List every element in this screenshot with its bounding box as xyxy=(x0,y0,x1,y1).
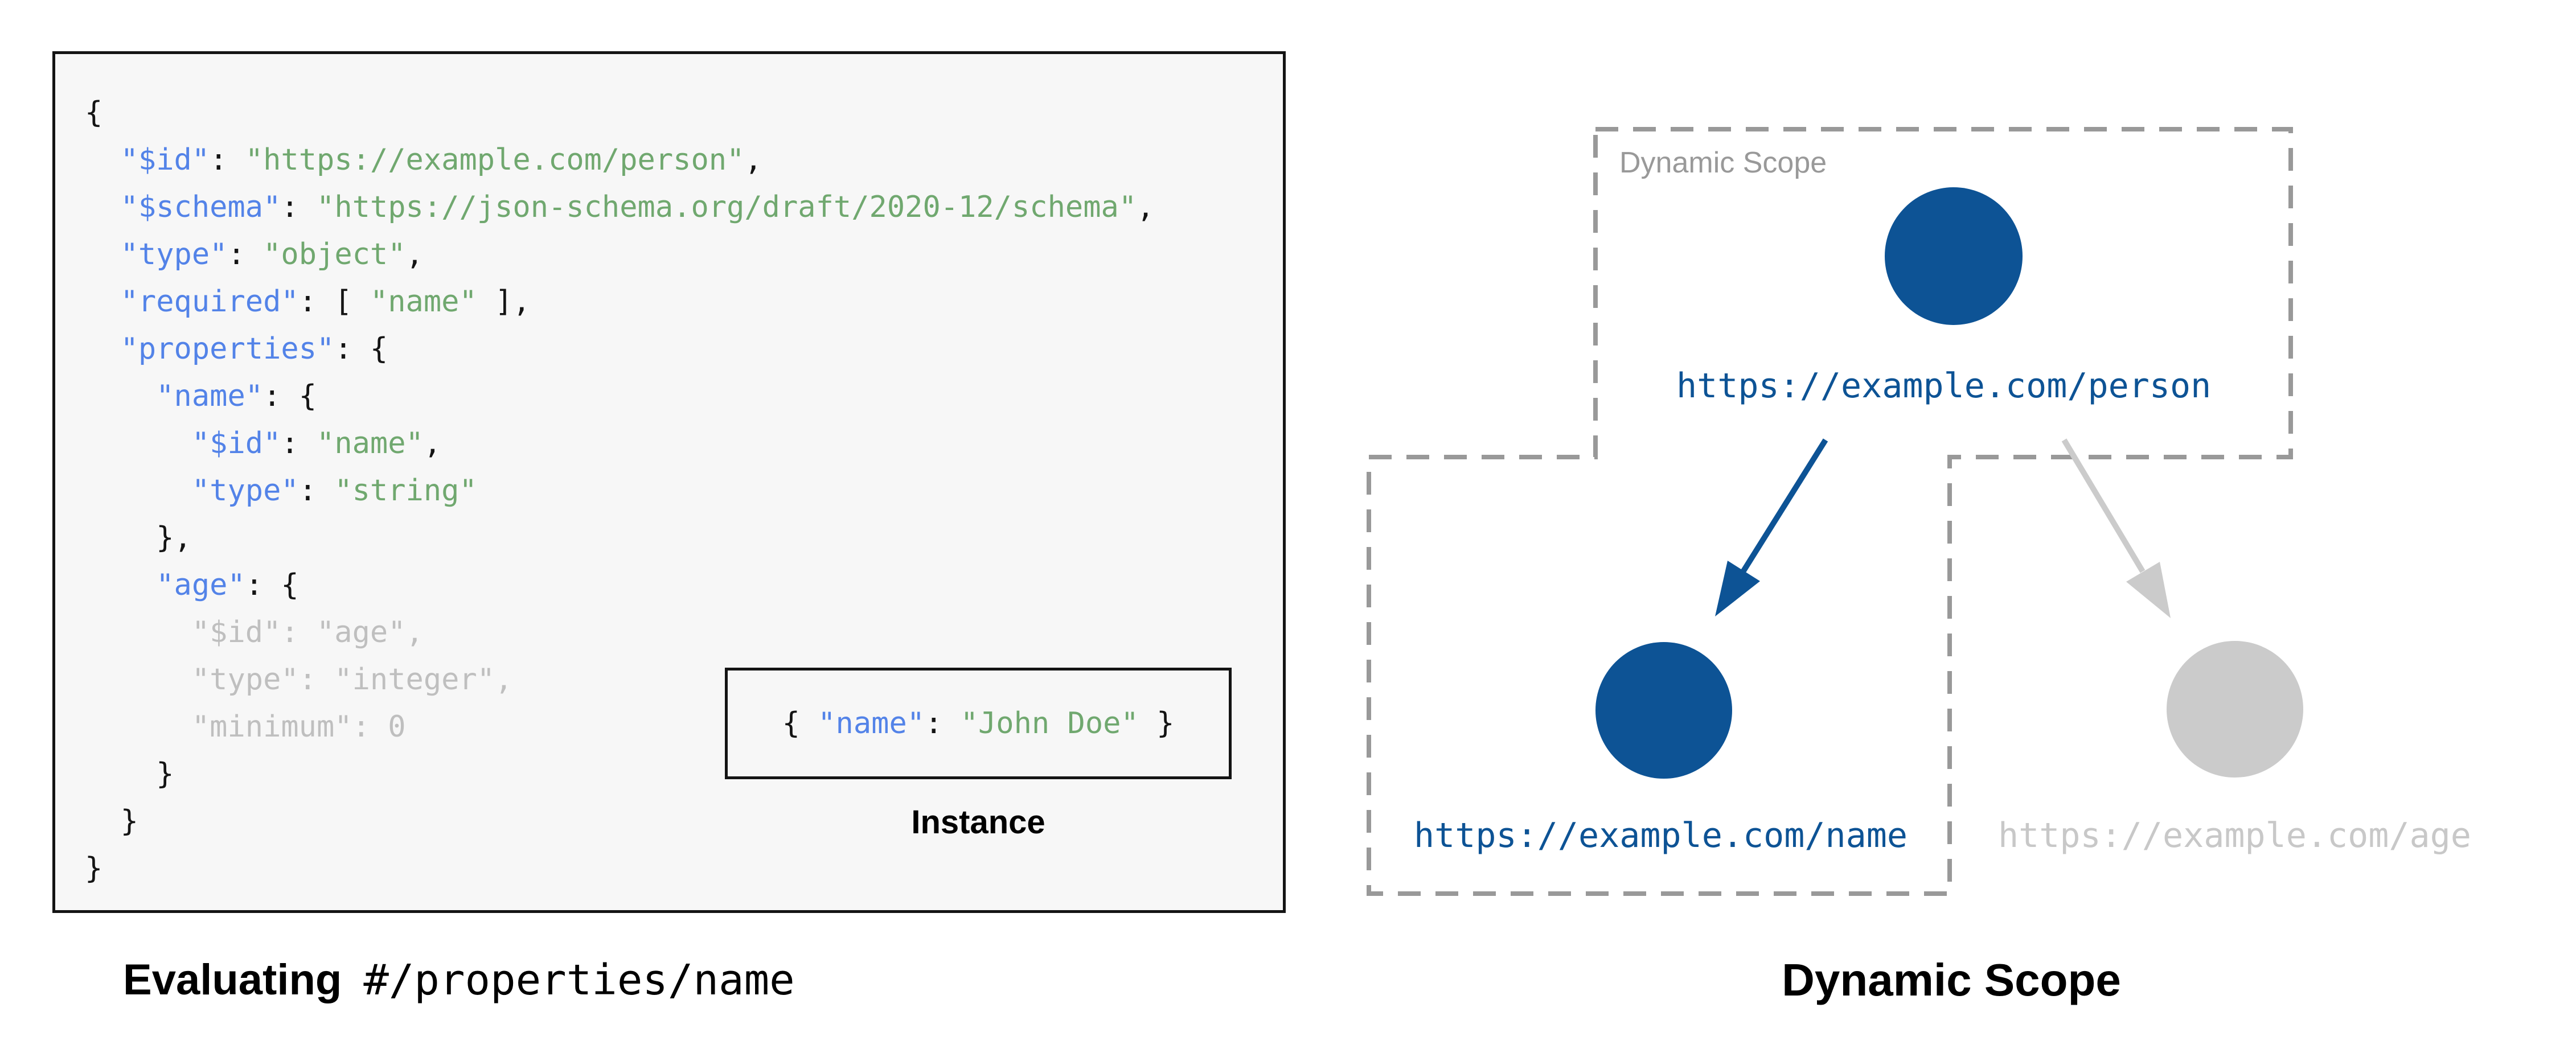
node-url-age: https://example.com/age xyxy=(1998,816,2471,855)
code-line: }, xyxy=(85,521,192,555)
instance-key: "name" xyxy=(818,706,925,741)
code-line: } xyxy=(85,852,103,886)
code-line: "$id": "https://example.com/person", xyxy=(120,143,762,177)
code-line: "required": [ "name" ], xyxy=(120,285,531,319)
code-line: "name": { xyxy=(156,379,317,413)
ref-arrow-person-to-age xyxy=(2061,438,2171,618)
schema-node-name xyxy=(1595,642,1732,779)
schema-node-age xyxy=(2167,641,2303,778)
code-line: } xyxy=(85,804,138,838)
code-line: } xyxy=(85,757,174,791)
left-caption: Evaluating #/properties/name xyxy=(123,955,795,1005)
dynamic-scope-diagram xyxy=(1367,127,2303,896)
instance-box: { "name": "John Doe" } xyxy=(725,668,1232,779)
schema-code-panel: { "$id": "https://example.com/person", "… xyxy=(52,51,1286,913)
right-caption: Dynamic Scope xyxy=(1782,955,2121,1005)
scope-region-label: Dynamic Scope xyxy=(1619,146,1827,179)
code-line: "minimum": 0 xyxy=(85,710,406,744)
instance-close-brace: } xyxy=(1138,706,1175,741)
code-line: "type": "string" xyxy=(191,474,477,508)
schema-node-person xyxy=(1885,187,2023,325)
instance-value: "John Doe" xyxy=(960,706,1139,741)
instance-colon: : xyxy=(925,706,961,741)
code-line: "$schema": "https://json-schema.org/draf… xyxy=(120,190,1155,224)
code-line: "type": "object", xyxy=(120,237,424,272)
json-pointer-label: #/properties/name xyxy=(363,956,795,1005)
instance-open-brace: { xyxy=(782,706,818,741)
code-line: "type": "integer", xyxy=(85,663,513,697)
node-url-name: https://example.com/name xyxy=(1414,816,1908,855)
dynamic-scope-region-outline xyxy=(1367,127,2293,896)
code-line: "$id": "name", xyxy=(191,426,442,460)
code-line: { xyxy=(85,96,103,130)
code-line: "age": { xyxy=(156,568,299,602)
code-line: "properties": { xyxy=(120,332,388,366)
evaluating-label: Evaluating xyxy=(123,956,342,1004)
ref-arrow-person-to-name xyxy=(1715,438,1828,616)
instance-label: Instance xyxy=(911,804,1045,841)
schema-code-listing: { "$id": "https://example.com/person", "… xyxy=(85,89,1154,892)
code-line: "$id": "age", xyxy=(85,615,424,649)
node-url-person: https://example.com/person xyxy=(1676,366,2212,406)
